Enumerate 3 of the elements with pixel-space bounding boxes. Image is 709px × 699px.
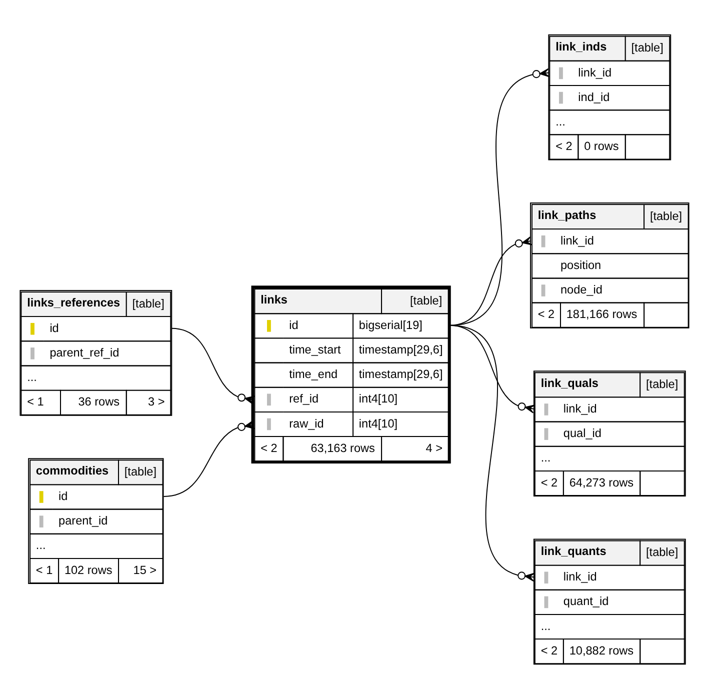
- connector: [448, 324, 535, 582]
- connector: [171, 328, 256, 405]
- connector: [163, 420, 255, 497]
